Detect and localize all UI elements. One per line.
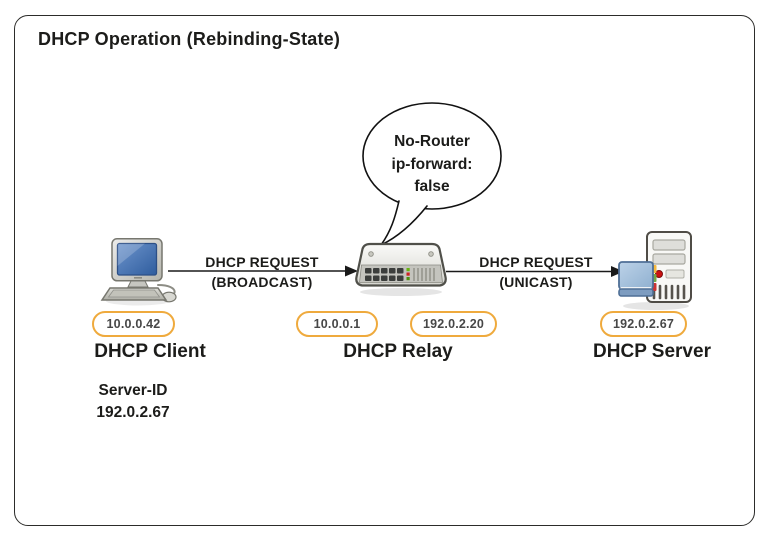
relay-ip-badge-right: 192.0.2.20 (410, 311, 497, 337)
server-id-note: Server-ID 192.0.2.67 (96, 380, 169, 424)
bubble-line-3: false (414, 178, 450, 195)
server-ip-badge: 192.0.2.67 (600, 311, 687, 337)
client-label: DHCP Client (94, 341, 206, 362)
server-id-note-line-2: 192.0.2.67 (96, 404, 170, 421)
server-icon (618, 231, 692, 310)
server-label: DHCP Server (593, 341, 711, 362)
speech-bubble-text: No-Router ip-forward: false (392, 131, 473, 199)
broadcast-label-bottom: (BROADCAST) (211, 274, 313, 290)
bubble-line-1: No-Router (394, 133, 470, 150)
desktop-computer-icon (100, 238, 177, 306)
relay-ip-badge-left: 10.0.0.1 (296, 311, 378, 337)
diagram-frame (14, 15, 755, 526)
relay-label: DHCP Relay (343, 341, 453, 362)
unicast-label-top: DHCP REQUEST (479, 254, 593, 270)
diagram-title: DHCP Operation (Rebinding-State) (38, 29, 341, 49)
network-switch-icon (355, 242, 447, 296)
client-ip-badge: 10.0.0.42 (92, 311, 175, 337)
bubble-line-2: ip-forward: (391, 155, 473, 173)
unicast-label-bottom: (UNICAST) (499, 274, 573, 290)
server-id-note-line-1: Server-ID (98, 382, 168, 399)
broadcast-label-top: DHCP REQUEST (205, 254, 319, 270)
